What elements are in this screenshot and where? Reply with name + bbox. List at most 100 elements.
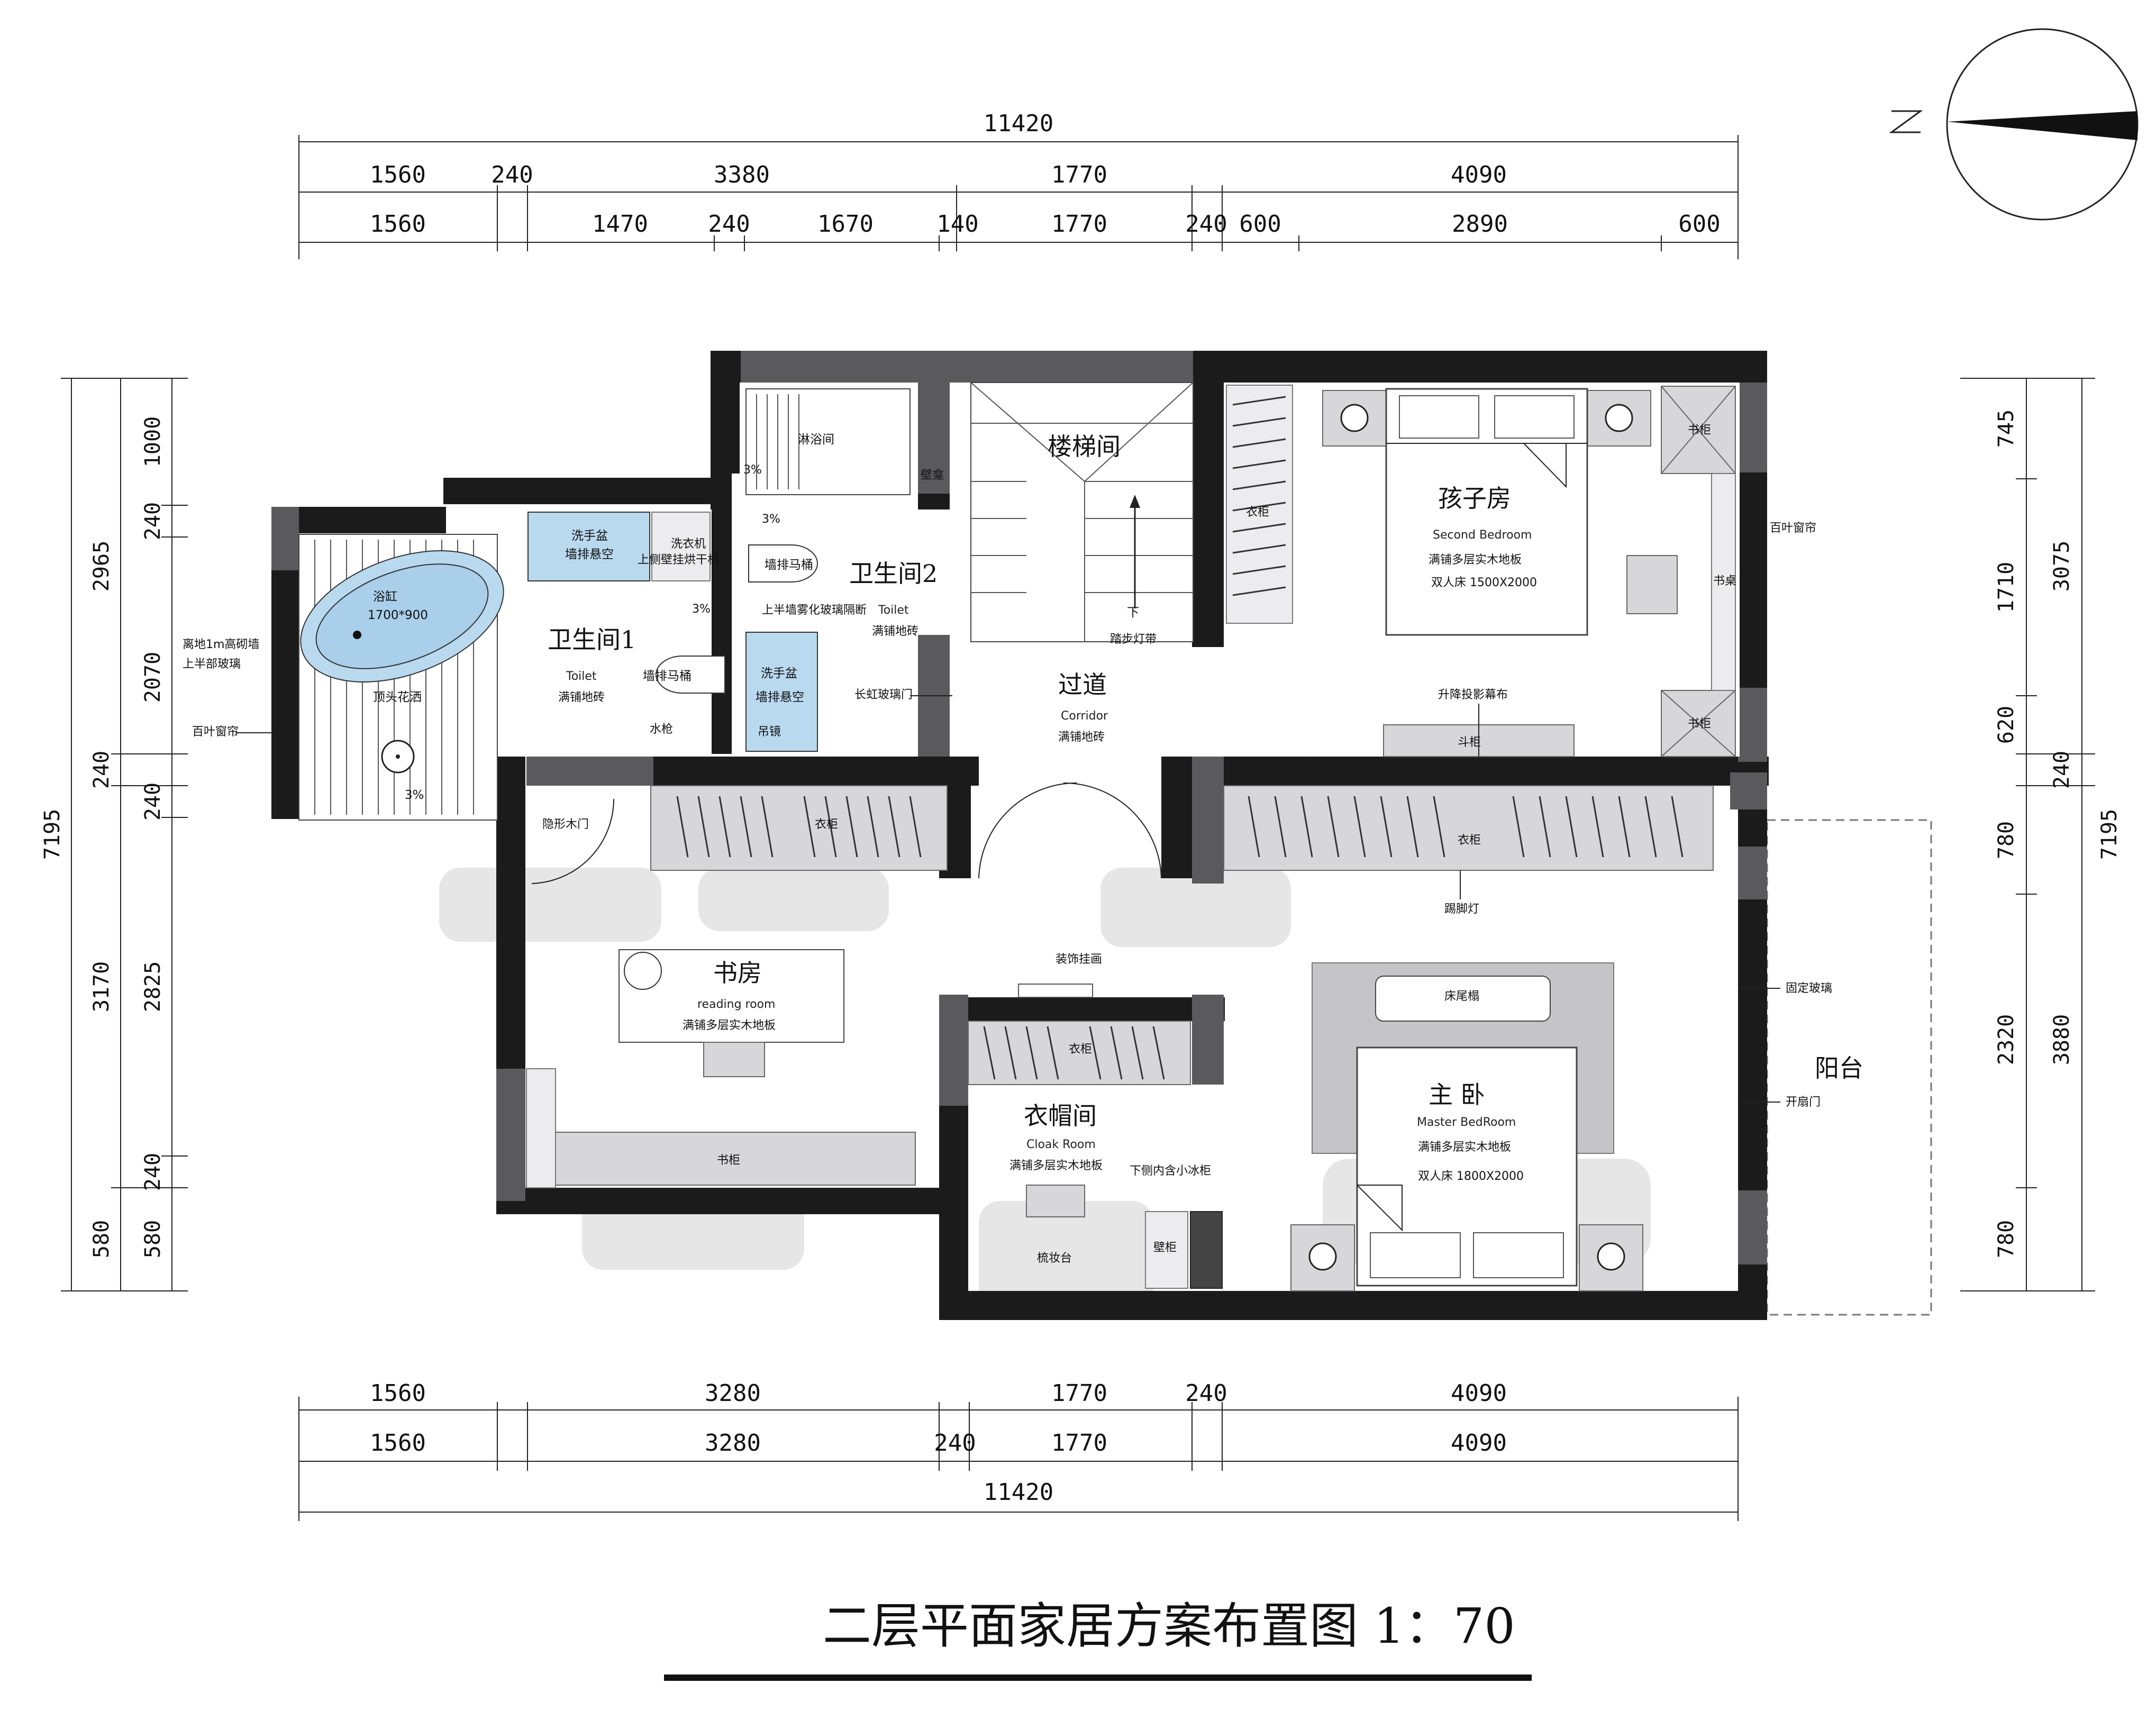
dim-text: 580	[89, 1220, 114, 1258]
dim-text: 1560	[370, 1380, 426, 1407]
dim-left-col2: 1000 240 2070 240 2825 240 580	[141, 416, 165, 1258]
room-master-cn: 主 卧	[1429, 1080, 1485, 1109]
dim-text: 2825	[141, 961, 165, 1012]
lamp-icon	[1597, 1242, 1625, 1271]
room-corridor-floor: 满铺地砖	[1058, 731, 1105, 744]
dim-right-overall: 7195	[2097, 809, 2122, 860]
dim-text: 745	[1994, 409, 2018, 448]
wardrobe-cloak	[968, 1021, 1191, 1085]
label-decor-painting: 装饰挂画	[1056, 953, 1102, 966]
lamp-icon	[1605, 404, 1633, 432]
label-bed-bench: 床尾榻	[1444, 990, 1479, 1003]
label-wall-cabinet: 壁柜	[1153, 1241, 1177, 1254]
dim-text: 1560	[370, 1430, 426, 1457]
label-toilet-wall-1: 墙排马桶	[643, 669, 692, 683]
decor-painting	[1018, 984, 1093, 998]
wall-cabinet	[1145, 1211, 1188, 1289]
shower-slats	[756, 394, 799, 489]
dim-text: 1000	[141, 416, 165, 467]
dim-text: 240	[141, 502, 165, 540]
dim-bottom-overall: 11420	[984, 1479, 1053, 1506]
room-corridor-cn: 过道	[1058, 670, 1107, 699]
label-frosted: 上半墙雾化玻璃隔断	[762, 604, 867, 617]
label-bookcase-kids-bottom: 书柜	[1688, 717, 1711, 731]
basin-1	[527, 512, 650, 581]
label-niche: 壁龛	[921, 469, 944, 482]
room-master-floor: 满铺多层实木地板	[1418, 1141, 1511, 1154]
room-bath1-floor: 满铺地砖	[558, 691, 605, 704]
toilet-1	[656, 656, 725, 694]
pillars	[271, 351, 1767, 1264]
label-washer: 洗衣机	[671, 538, 706, 551]
room-kids-en: Second Bedroom	[1433, 529, 1532, 542]
label-wardrobe-cloak: 衣柜	[1069, 1043, 1092, 1056]
room-study-floor: 满铺多层实木地板	[683, 1019, 776, 1032]
dim-text: 240	[491, 161, 533, 188]
dim-top-row2: 1560 1470 240 1670 140 1770 240 600 2890…	[370, 211, 1721, 238]
desk-kids	[1711, 473, 1736, 691]
label-blinds-left: 百叶窗帘	[192, 725, 239, 739]
dimension-bottom	[298, 1397, 1739, 1521]
room-master-bed: 双人床 1800X2000	[1418, 1170, 1524, 1183]
dim-text: 600	[1239, 211, 1281, 238]
room-corridor-en: Corridor	[1061, 709, 1108, 723]
dim-text: 3075	[2050, 541, 2074, 591]
basin-2	[745, 632, 818, 752]
dim-text: 1770	[1051, 1380, 1107, 1407]
wardrobe-master	[1223, 785, 1714, 871]
label-basin-2: 洗手盆	[761, 667, 797, 680]
dim-text: 4090	[1451, 161, 1507, 188]
label-desk-kids: 书桌	[1713, 575, 1736, 588]
dim-left-overall: 7195	[40, 809, 65, 860]
dim-text: 3280	[705, 1380, 761, 1407]
label-hidden-door: 隐形木门	[542, 818, 589, 831]
lamp-icon	[624, 952, 662, 990]
dim-text: 1770	[1051, 211, 1107, 238]
washer	[651, 512, 711, 581]
label-basin-1: 洗手盆	[571, 529, 608, 543]
dim-text: 240	[2050, 751, 2074, 789]
dim-bottom-row1: 1560 3280 1770 240 4090	[370, 1380, 1507, 1407]
bookcase-study	[555, 1132, 916, 1186]
dim-text: 240	[1185, 1380, 1227, 1407]
label-slope-bath1: 3%	[405, 788, 424, 802]
dimension-right	[1960, 378, 2095, 1291]
dim-text: 3280	[705, 1430, 761, 1457]
lamp-icon	[1340, 404, 1369, 432]
dim-bottom-row2: 1560 3280 240 1770 4090	[370, 1430, 1507, 1457]
label-water-gun: 水枪	[650, 723, 673, 736]
room-kids-bed: 双人床 1500X2000	[1431, 576, 1537, 589]
dim-top-row1: 1560 240 3380 1770 4090	[370, 161, 1507, 188]
wardrobe-hangers-cloak	[983, 1026, 1165, 1080]
shower-area	[745, 388, 911, 495]
side-shelf-study	[526, 1068, 556, 1188]
dim-text: 3880	[2050, 1014, 2074, 1065]
label-fridge-note: 下侧内含小冰柜	[1130, 1164, 1211, 1178]
label-washer-sub: 上侧壁挂烘干机	[638, 553, 719, 567]
label-slope-bath1b: 3%	[692, 603, 711, 616]
study-chair	[703, 1042, 765, 1077]
label-long-glass-door: 长虹玻璃门	[854, 688, 913, 702]
room-cloak-floor: 满铺多层实木地板	[1009, 1159, 1103, 1172]
dim-text: 3380	[714, 161, 770, 188]
label-basin-hang-1: 墙排悬空	[565, 548, 614, 561]
label-bookcase-study: 书柜	[717, 1154, 740, 1167]
dim-text: 1770	[1051, 1430, 1107, 1457]
label-mirror: 吊镜	[758, 725, 781, 739]
label-projector: 升降投影幕布	[1438, 688, 1508, 702]
stairs	[970, 382, 1194, 642]
dim-left-col1: 2965 240 3170 580	[89, 541, 114, 1258]
room-study-cn: 书房	[713, 959, 762, 987]
title-underline	[664, 1675, 1532, 1681]
label-foot-light: 踢脚灯	[1444, 903, 1479, 916]
mini-fridge	[1190, 1211, 1223, 1289]
label-down: 下	[1127, 606, 1139, 620]
dim-text: 1560	[370, 211, 426, 238]
dimension-left	[61, 378, 188, 1291]
dim-text: 1470	[592, 211, 648, 238]
chair-kids	[1626, 555, 1678, 614]
dim-text: 3170	[89, 961, 114, 1012]
wardrobe-study	[650, 785, 948, 871]
label-rail-glass-1: 离地1m高砌墙	[183, 638, 259, 651]
